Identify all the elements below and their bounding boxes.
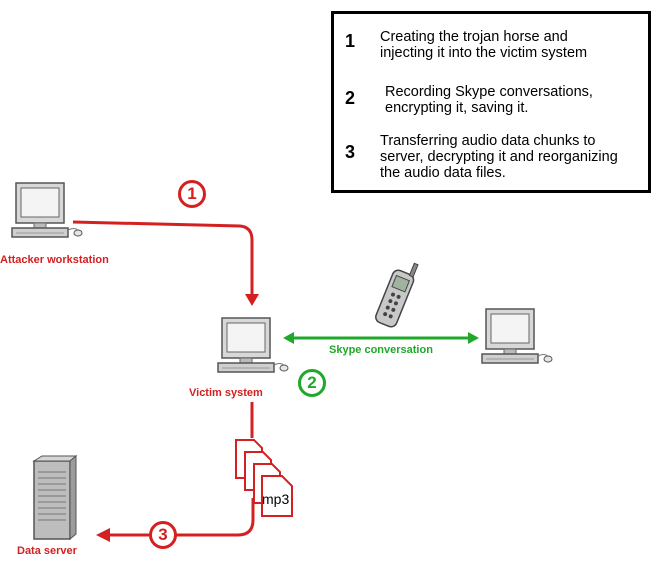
legend-step-line: injecting it into the victim system	[380, 45, 588, 61]
victim-computer-icon	[217, 317, 289, 373]
remote-computer-icon	[481, 308, 553, 364]
legend-step-number: 3	[345, 142, 356, 162]
legend-box: 1 Creating the trojan horse and injectin…	[331, 11, 651, 193]
legend-step-line: Transferring audio data chunks to	[380, 133, 596, 149]
attacker-computer-icon	[11, 182, 83, 238]
step-1-badge: 1	[178, 180, 206, 208]
legend-step-number: 2	[345, 88, 356, 108]
attacker-workstation-label: Attacker workstation	[0, 254, 109, 266]
legend-step-line: the audio data files.	[380, 165, 506, 181]
legend-step-line: Recording Skype conversations,	[385, 84, 593, 100]
legend-step-text: Transferring audio data chunks to server…	[380, 133, 618, 181]
transfer-arrow	[96, 498, 255, 542]
step-3-badge: 3	[149, 521, 177, 549]
legend-step-number: 1	[345, 31, 356, 51]
mp3-files-icon	[235, 439, 293, 517]
legend-step-text: Recording Skype conversations, encryptin…	[385, 84, 593, 116]
victim-system-label: Victim system	[189, 387, 263, 399]
attack-arrow	[72, 220, 259, 306]
legend-step-line: server, decrypting it and reorganizing	[380, 149, 618, 165]
server-icon	[32, 454, 78, 541]
step-2-badge: 2	[298, 369, 326, 397]
phone-icon	[375, 262, 419, 328]
skype-conversation-label: Skype conversation	[329, 344, 433, 356]
legend-step-line: Creating the trojan horse and	[380, 29, 568, 45]
skype-arrow	[283, 332, 479, 344]
mp3-label: mp3	[262, 491, 290, 507]
legend-step-line: encrypting it, saving it.	[385, 100, 529, 116]
data-server-label: Data server	[17, 545, 77, 557]
legend-step-text: Creating the trojan horse and injecting …	[380, 29, 587, 61]
